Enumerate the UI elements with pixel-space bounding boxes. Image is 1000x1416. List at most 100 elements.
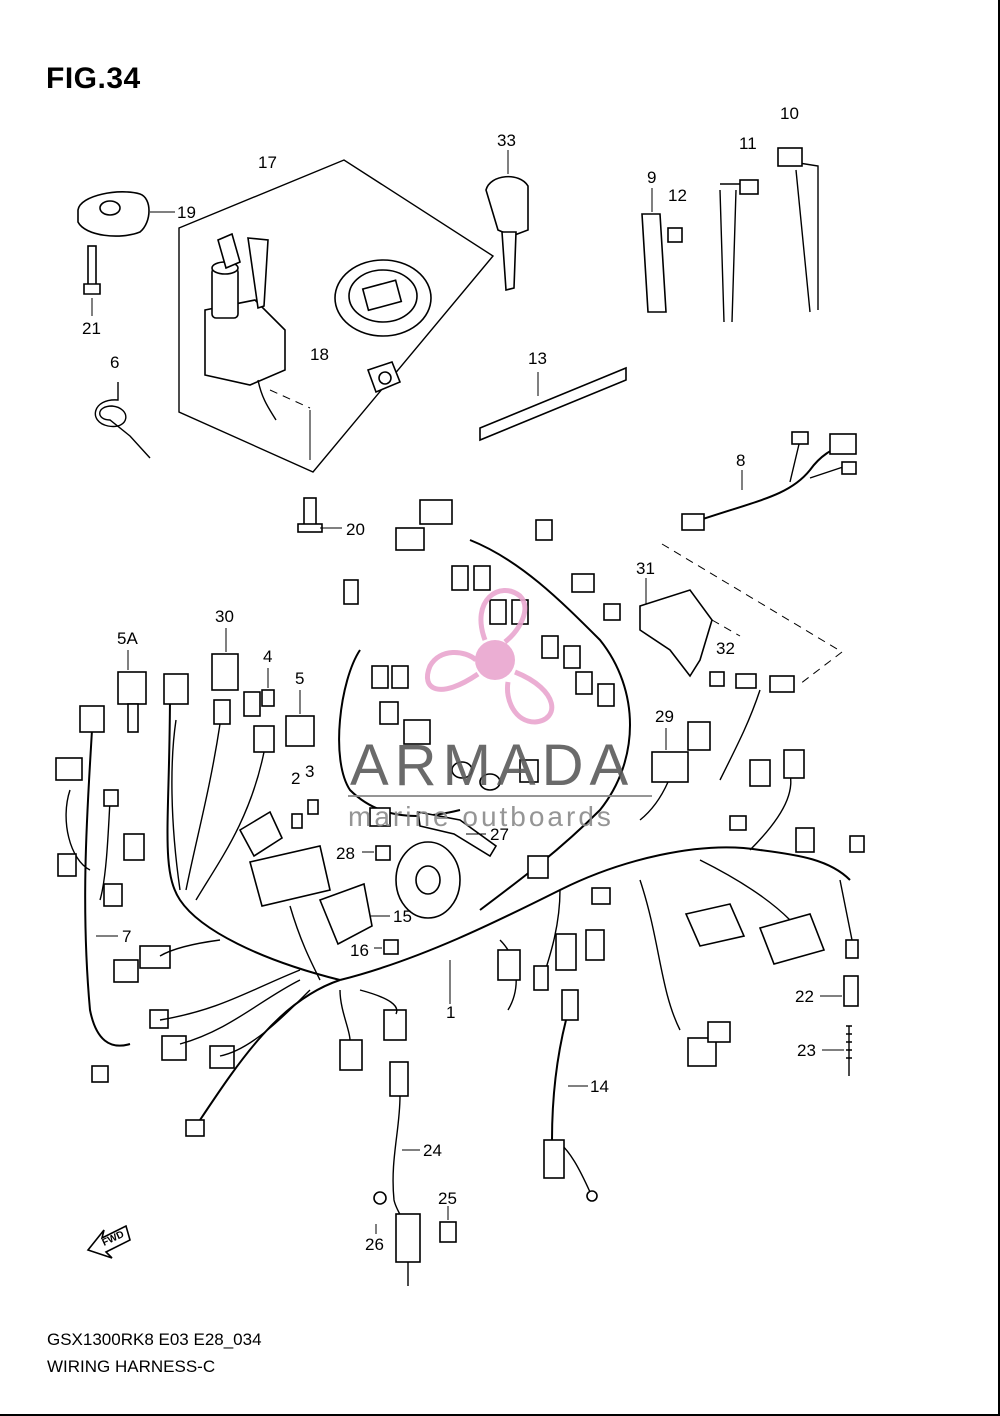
callout-19: 19 bbox=[177, 203, 196, 222]
connector-c1 bbox=[371, 665, 389, 689]
callout-33: 33 bbox=[497, 131, 516, 150]
spring-6 bbox=[94, 382, 151, 459]
bracket-31 bbox=[639, 578, 741, 687]
connector-29-body bbox=[651, 751, 689, 783]
wire-g6 bbox=[159, 939, 221, 957]
ignition-group-outline bbox=[178, 159, 495, 473]
connector-c6 bbox=[519, 759, 539, 783]
callout-23: 23 bbox=[797, 1041, 816, 1060]
bolt-25 bbox=[439, 1221, 457, 1243]
callout-labels: 1 2 3 4 5 5A 6 7 8 9 10 11 12 13 14 15 1… bbox=[82, 104, 816, 1254]
tie-11 bbox=[719, 183, 740, 323]
connector-e7 bbox=[735, 673, 757, 689]
horn-27-center bbox=[415, 865, 441, 895]
spring-23 bbox=[846, 1025, 852, 1076]
fuse-3 bbox=[307, 799, 319, 815]
callout-5a: 5A bbox=[117, 629, 138, 648]
connector-b2 bbox=[603, 603, 621, 621]
sub-harness-7 bbox=[55, 705, 131, 1083]
bracket-15 bbox=[318, 882, 373, 946]
fwd-arrow-icon bbox=[86, 1224, 131, 1259]
callout-1: 1 bbox=[446, 1003, 455, 1022]
clamp-9 bbox=[641, 213, 667, 313]
watermark: ARMADA marine outboards bbox=[348, 588, 652, 832]
figure-title: FIG.34 bbox=[46, 62, 141, 95]
callout-18: 18 bbox=[310, 345, 329, 364]
harness-lower-branch bbox=[199, 979, 341, 1121]
tie-11-head bbox=[739, 179, 759, 195]
sub-harness-8 bbox=[661, 431, 857, 685]
connector-g11 bbox=[185, 1119, 205, 1137]
ecu-connector-2 bbox=[758, 913, 826, 965]
seat-lock-hole bbox=[378, 371, 392, 385]
screw-12 bbox=[667, 227, 683, 243]
callout-15: 15 bbox=[393, 907, 412, 926]
callout-22: 22 bbox=[795, 987, 814, 1006]
callout-24: 24 bbox=[423, 1141, 442, 1160]
callout-8: 8 bbox=[736, 451, 745, 470]
watermark-name: ARMADA bbox=[350, 733, 634, 798]
harness-24-connector bbox=[389, 1061, 409, 1097]
harness-7-connector-a bbox=[79, 705, 105, 733]
sensor-22 bbox=[843, 975, 859, 1007]
callout-13: 13 bbox=[528, 349, 547, 368]
callout-31: 31 bbox=[636, 559, 655, 578]
connector-29 bbox=[639, 728, 689, 821]
wire-g4 bbox=[195, 751, 265, 901]
callout-7: 7 bbox=[122, 927, 131, 946]
connector-top-2 bbox=[395, 527, 425, 551]
harness-7-connector-f bbox=[91, 1065, 109, 1083]
relay-30 bbox=[211, 653, 239, 691]
connector-d1 bbox=[555, 933, 577, 971]
callout-26: 26 bbox=[365, 1235, 384, 1254]
wire-g2 bbox=[185, 723, 221, 891]
harness-14-connector-top bbox=[561, 989, 579, 1021]
callout-21: 21 bbox=[82, 319, 101, 338]
relay-5a-stem bbox=[127, 703, 139, 733]
callout-17: 17 bbox=[258, 153, 277, 172]
ignition-cylinder bbox=[211, 267, 239, 319]
key-blade bbox=[501, 231, 517, 292]
callout-9: 9 bbox=[647, 168, 656, 187]
callout-3: 3 bbox=[305, 762, 314, 781]
connector-g10 bbox=[209, 1045, 235, 1069]
connector-e4 bbox=[795, 827, 815, 853]
callout-14: 14 bbox=[590, 1077, 609, 1096]
bolt-21-head bbox=[83, 283, 101, 295]
connector-c2 bbox=[391, 665, 409, 689]
connector-g1 bbox=[163, 673, 189, 705]
callout-10: 10 bbox=[780, 104, 799, 123]
connector-a3 bbox=[489, 599, 507, 625]
connector-a2 bbox=[473, 565, 491, 591]
clamps-group bbox=[641, 147, 819, 323]
connector-round-2 bbox=[479, 773, 501, 791]
dash-31 bbox=[711, 619, 741, 637]
connector-e8 bbox=[769, 675, 795, 693]
connector-b3 bbox=[541, 635, 559, 659]
callout-4: 4 bbox=[263, 647, 272, 666]
connector-round-1 bbox=[451, 761, 473, 779]
fuse-2 bbox=[291, 813, 303, 829]
connector-b6 bbox=[597, 683, 615, 707]
key-head bbox=[485, 175, 529, 237]
harness-14-main bbox=[551, 1019, 567, 1141]
watermark-tagline: marine outboards bbox=[348, 801, 614, 832]
relays-and-fuses bbox=[117, 628, 319, 829]
callout-29: 29 bbox=[655, 707, 674, 726]
sensor-26-body bbox=[395, 1213, 421, 1263]
ignition-switch-set bbox=[178, 159, 495, 473]
harness-drop-3 bbox=[639, 879, 681, 1031]
callout-28: 28 bbox=[336, 844, 355, 863]
dash-8b bbox=[799, 651, 843, 685]
bolt-20 bbox=[303, 497, 317, 527]
wire-g9 bbox=[179, 979, 301, 1045]
callout-20: 20 bbox=[346, 520, 365, 539]
callout-2: 2 bbox=[291, 769, 300, 788]
ecu-connector-1 bbox=[684, 903, 746, 947]
connector-c8 bbox=[527, 855, 549, 879]
harness-7-connector-b bbox=[55, 757, 83, 781]
dash-8 bbox=[661, 543, 843, 653]
horn-27-bracket bbox=[417, 811, 498, 858]
